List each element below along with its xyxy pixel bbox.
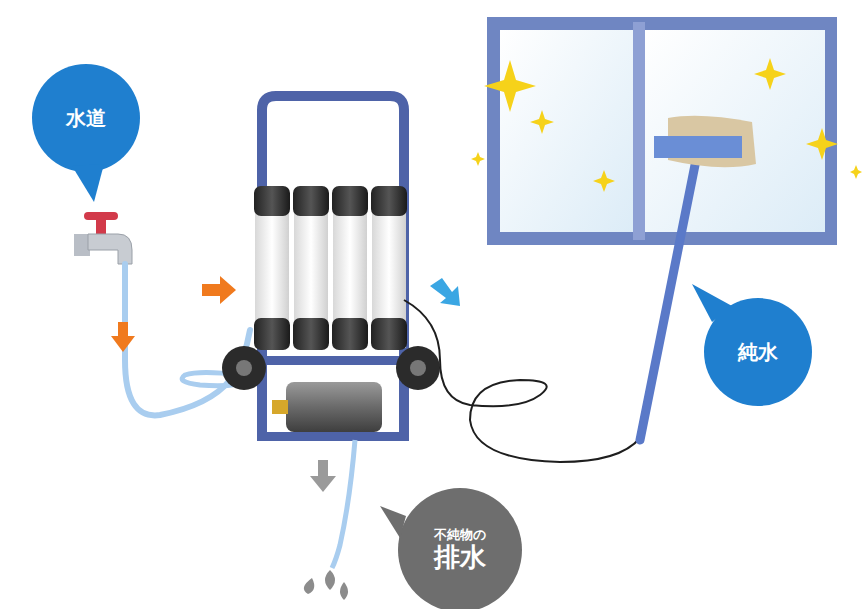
filters xyxy=(254,186,407,350)
droplets xyxy=(304,570,348,600)
callout-text: 不純物の xyxy=(434,528,486,543)
sparkles xyxy=(471,58,862,192)
flow-arrow xyxy=(202,276,236,304)
drain-arrow xyxy=(310,460,336,492)
flow-arrow xyxy=(111,322,135,352)
drain-hose xyxy=(332,440,355,568)
window xyxy=(487,17,837,245)
callout-text: 純水 xyxy=(738,341,778,364)
callout-text: 排水 xyxy=(434,543,486,573)
callout-text: 水道 xyxy=(66,107,106,130)
callout-bubble: 純水 xyxy=(704,298,812,406)
callout-bubble: 不純物の排水 xyxy=(398,488,522,609)
callout-bubble: 水道 xyxy=(32,64,140,172)
supply-hose xyxy=(125,264,250,415)
flow-arrow xyxy=(430,278,460,306)
pure-water-hose xyxy=(404,300,640,462)
cart xyxy=(222,96,440,441)
faucet xyxy=(74,212,132,264)
